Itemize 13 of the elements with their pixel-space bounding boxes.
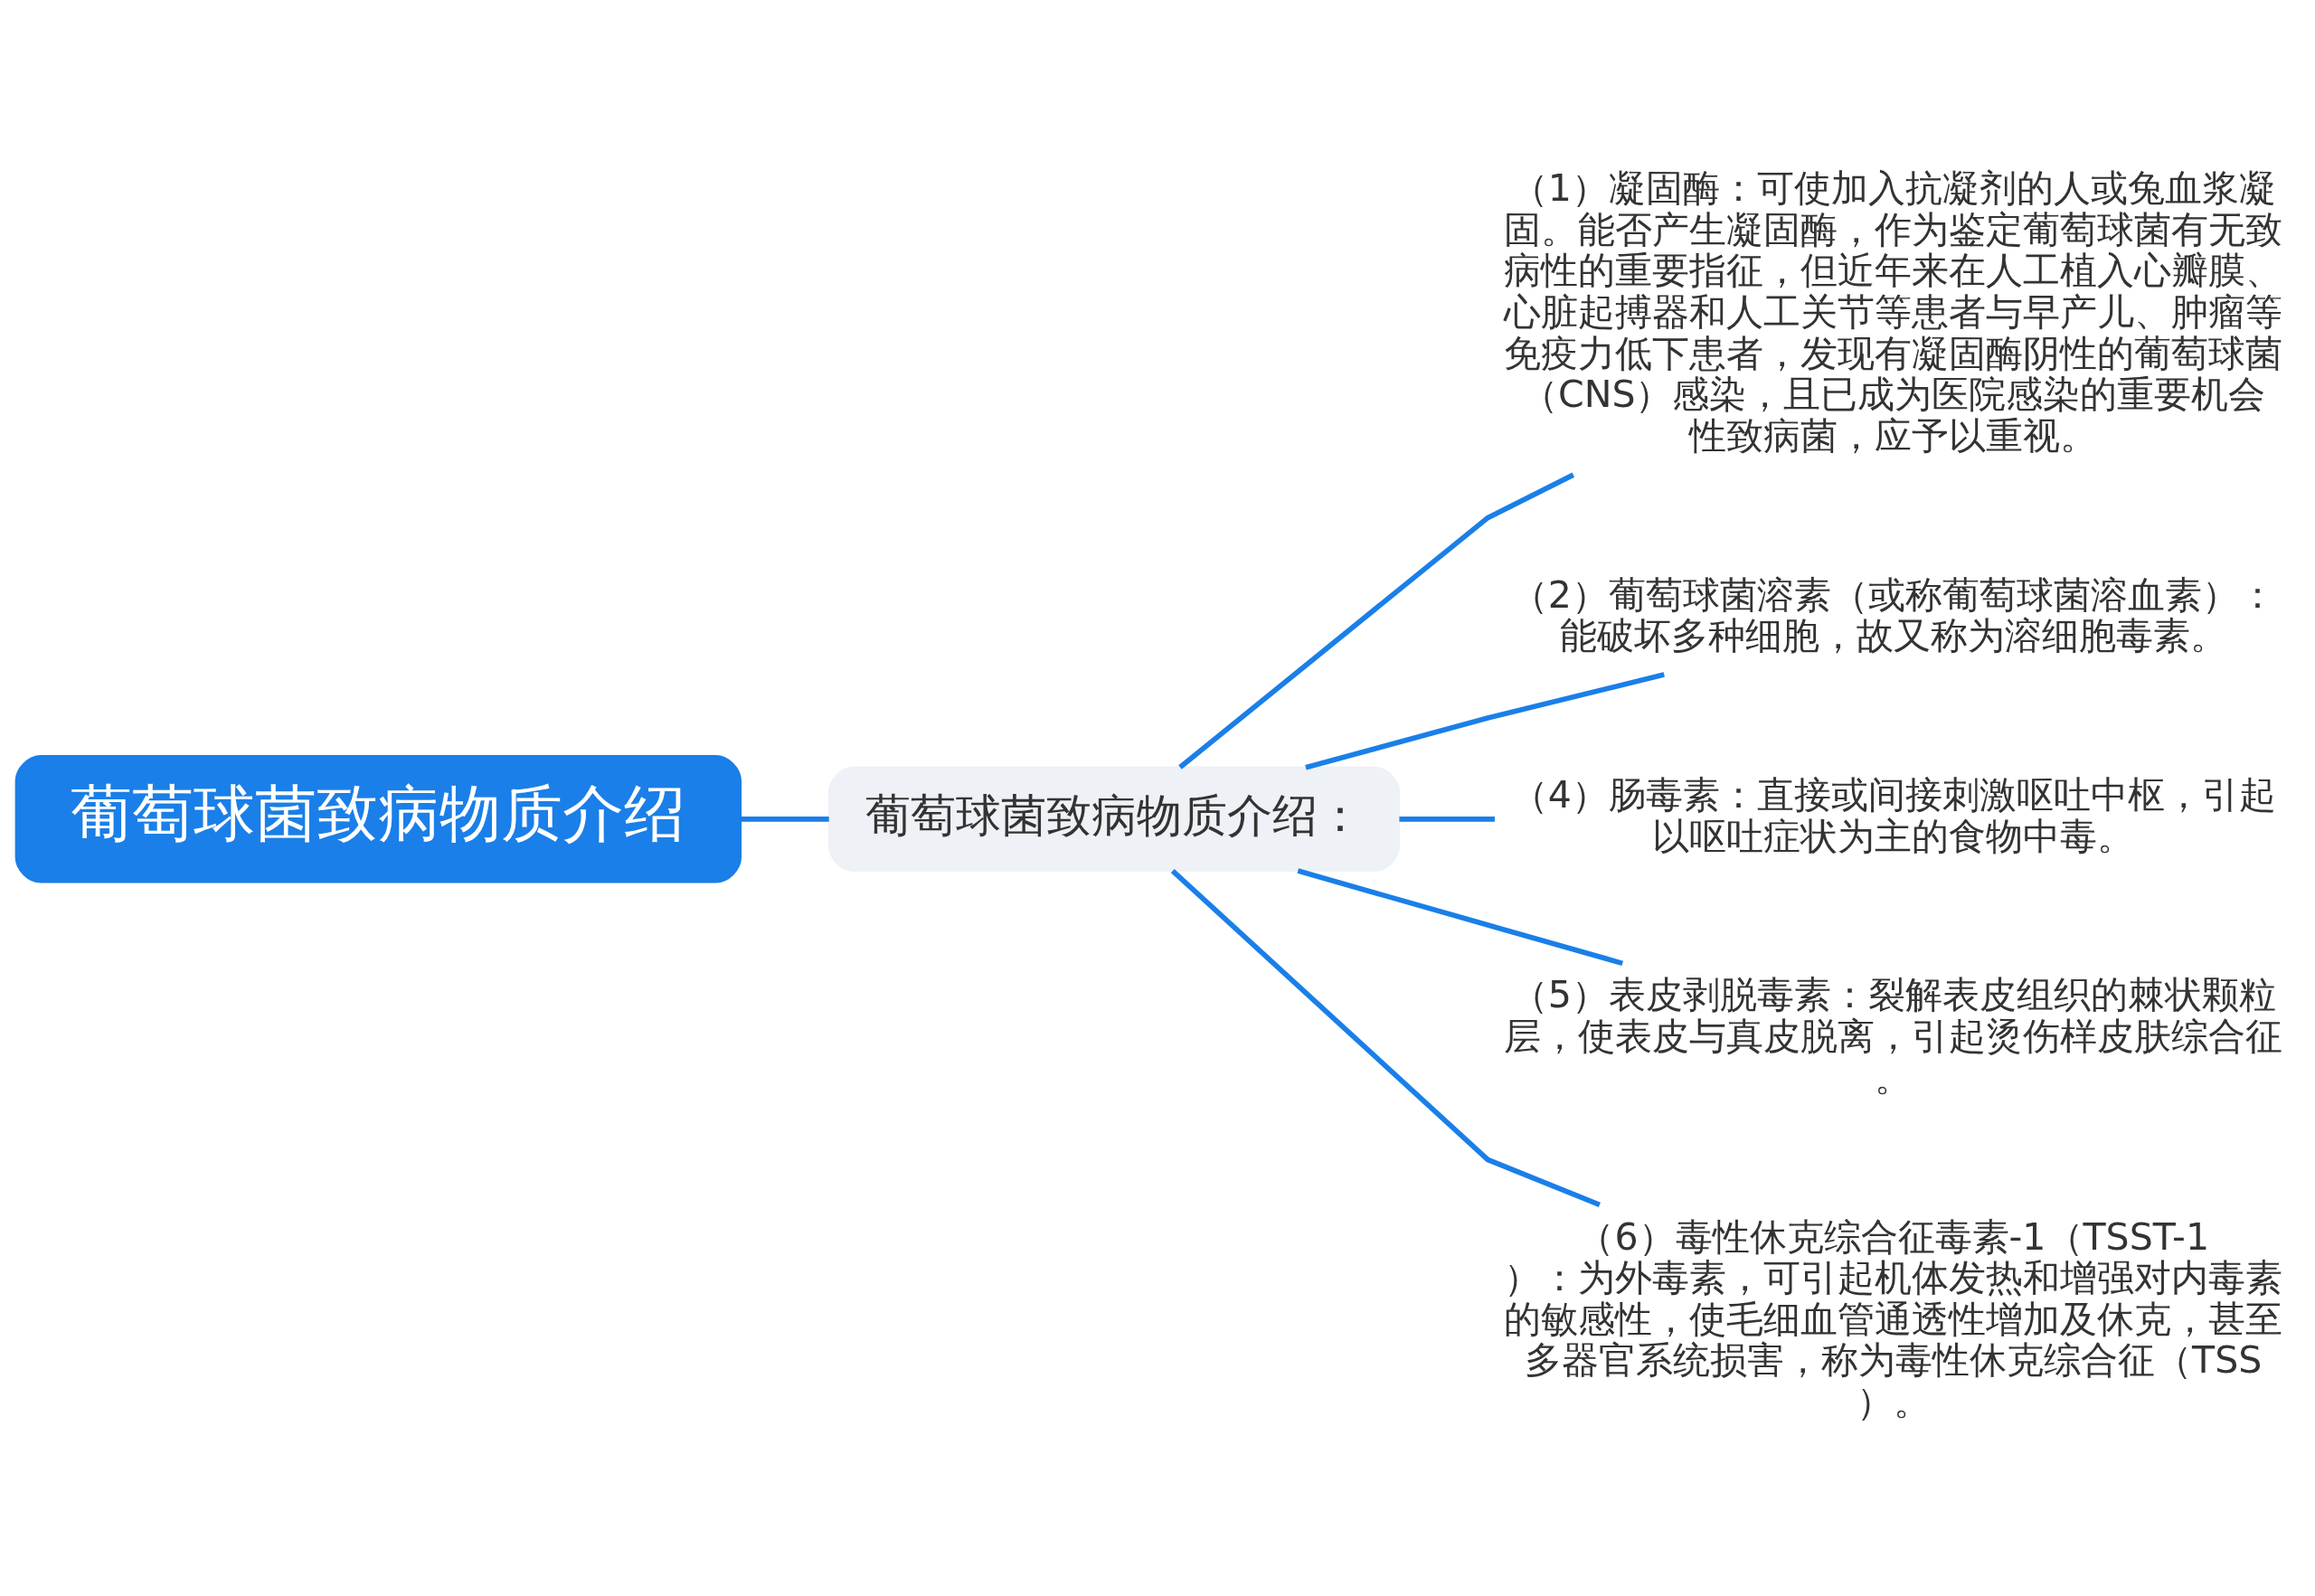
- node-text: （4）肠毒素：直接或间接刺激呕吐中枢，引起以呕吐症状为主的食物中毒。: [1510, 772, 2276, 858]
- node-box: 葡萄球菌致病物质介绍：: [827, 766, 1401, 872]
- node-box: 葡萄球菌致病物质介绍: [14, 754, 742, 883]
- connector: [1170, 868, 1601, 1207]
- connector: [1178, 472, 1575, 770]
- connector: [1305, 671, 1665, 770]
- node-text: （6）毒性休克综合征毒素-1（TSST-1）：为外毒素，可引起机体发热和增强对内毒素的敏感性，使毛细血管通透性增加及休克，甚至多器官系统损害，称为毒性休克综合征（TSS）。: [1504, 1214, 2283, 1423]
- connector: [1399, 816, 1495, 822]
- node-text: （2）葡萄球菌溶素（或称葡萄球菌溶血素）：能破坏多种细胞，故又称为溶细胞毒素。: [1510, 572, 2276, 657]
- connector: [741, 816, 829, 822]
- node-text: （1）凝固酶：可使加入抗凝剂的人或兔血浆凝固。能否产生凝固酶，作为鉴定葡萄球菌有无致病性的重要指征，但近年来在人工植入心瓣膜、心脏起搏器和人工关节等患者与早产儿、肿瘤等免疫力低下患者，发现有凝固酶阴性的葡萄球菌（CNS）感染，且已成为医院感染的重要机会性致病菌，应予以重视。: [1504, 165, 2283, 458]
- connector: [1297, 867, 1624, 966]
- node-text: （5）表皮剥脱毒素：裂解表皮组织的棘状颗粒层，使表皮与真皮脱离，引起烫伤样皮肤综合征。: [1504, 972, 2283, 1100]
